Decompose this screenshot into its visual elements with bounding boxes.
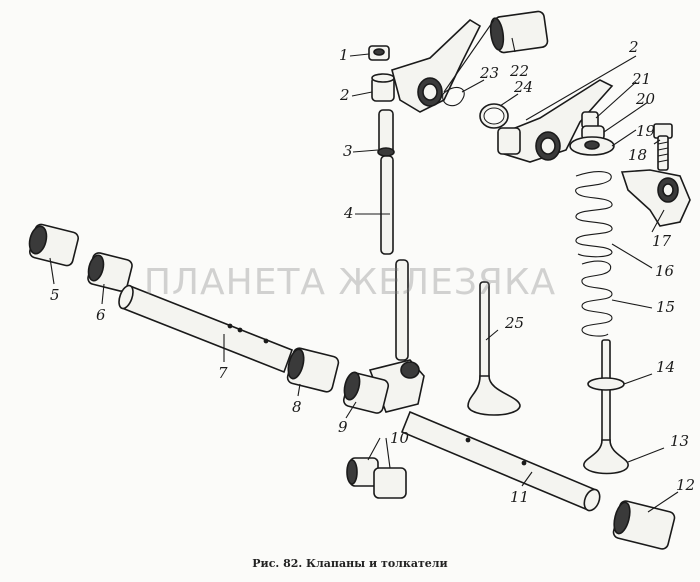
- part-8-bushing: [286, 347, 340, 393]
- part-6-bushing: [87, 252, 133, 292]
- label-7: 7: [218, 364, 228, 382]
- part-labels: 1 2 2 3 4 5 6 7 8 9 10 11 12 13 14 15 16…: [50, 38, 695, 506]
- label-12: 12: [676, 476, 695, 494]
- part-7-rocker-shaft: [118, 284, 294, 374]
- label-19: 19: [636, 122, 656, 140]
- label-25: 25: [504, 314, 524, 332]
- label-14: 14: [656, 358, 675, 376]
- part-10-bushings: [346, 457, 407, 499]
- label-3: 3: [343, 142, 353, 160]
- label-15: 15: [656, 298, 675, 316]
- part-22-bushing: [489, 10, 549, 54]
- label-13: 13: [670, 432, 689, 450]
- part-3-pushrod-tip: [377, 109, 395, 157]
- part-15-inner-spring: [581, 260, 613, 337]
- part-12-bushing: [612, 500, 676, 550]
- label-20: 20: [635, 90, 656, 108]
- label-1: 1: [339, 46, 349, 64]
- part-23-snap-ring: [442, 86, 465, 107]
- figure-caption: Рис. 82. Клапаны и толкатели: [252, 557, 448, 570]
- label-9: 9: [338, 418, 348, 436]
- part-16-outer-spring: [575, 171, 613, 258]
- label-17: 17: [652, 232, 672, 250]
- part-24-washer: [479, 103, 509, 129]
- part-2-screw-upper: [371, 73, 395, 102]
- label-21: 21: [631, 70, 651, 88]
- label-4: 4: [343, 204, 354, 222]
- label-6: 6: [96, 306, 106, 324]
- label-23: 23: [479, 64, 499, 82]
- part-17-bracket: [620, 169, 691, 227]
- part-13-exhaust-valve: [583, 339, 629, 475]
- label-5: 5: [50, 286, 60, 304]
- leader-lines: [49, 19, 679, 513]
- label-2-lower: 2: [628, 38, 639, 56]
- part-9-tappet: [342, 359, 425, 414]
- label-22: 22: [509, 62, 529, 80]
- label-2-upper: 2: [339, 86, 350, 104]
- part-25-intake-valve: [467, 281, 521, 416]
- part-11-tappet-shaft: [400, 410, 601, 512]
- label-18: 18: [628, 146, 647, 164]
- part-19-retainer: [569, 136, 615, 156]
- part-18-bolt: [653, 123, 673, 171]
- label-8: 8: [292, 398, 302, 416]
- label-11: 11: [510, 488, 529, 506]
- part-5-bushing: [28, 223, 79, 267]
- part-1-nut: [368, 45, 390, 61]
- label-24: 24: [513, 78, 533, 96]
- part-4-pushrod: [380, 155, 409, 361]
- upper-rocker-arm: [391, 19, 482, 113]
- label-10: 10: [390, 429, 410, 447]
- second-rocker-arm: [497, 79, 614, 163]
- label-16: 16: [655, 262, 675, 280]
